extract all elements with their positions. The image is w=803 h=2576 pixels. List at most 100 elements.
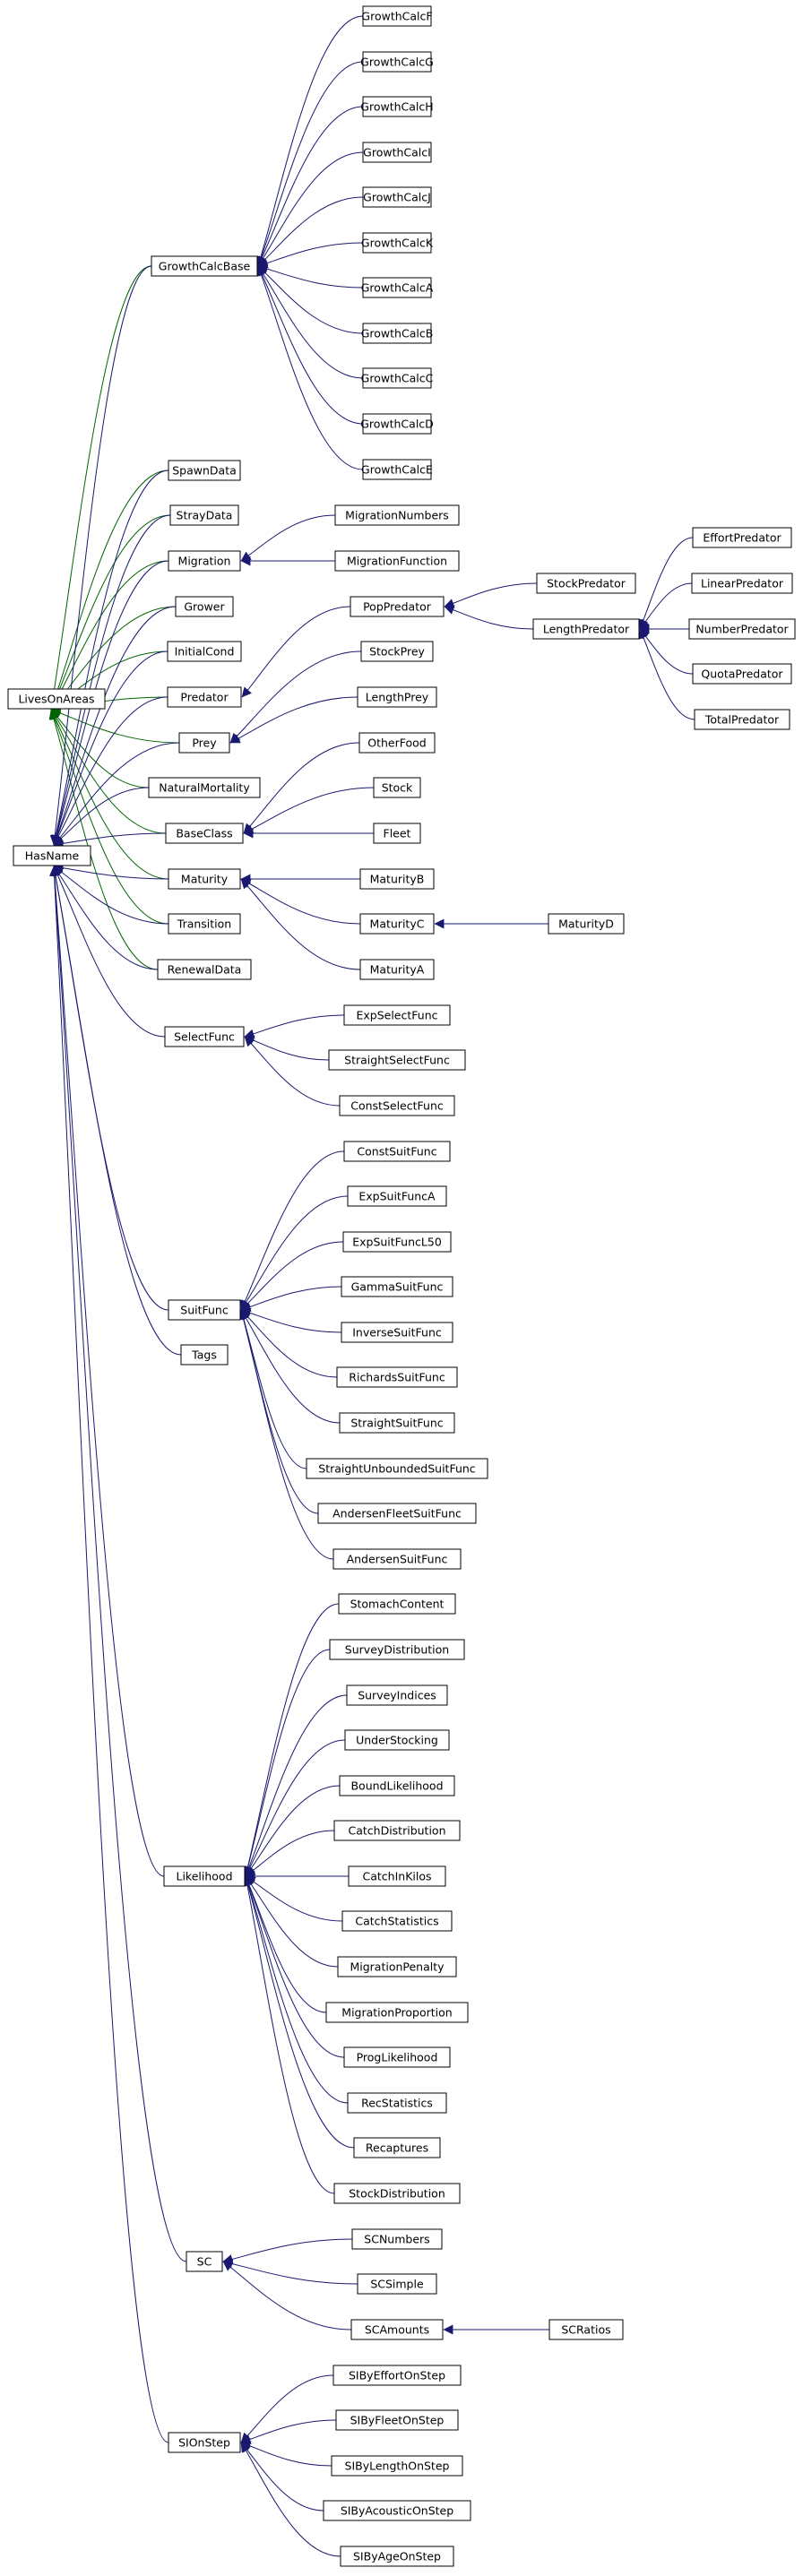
class-node-box bbox=[343, 1004, 451, 1026]
class-node-growth-calc-e[interactable]: GrowthCalcE bbox=[361, 459, 433, 480]
class-node-growth-calc-f[interactable]: GrowthCalcF bbox=[361, 5, 433, 27]
class-node-migration-numbers[interactable]: MigrationNumbers bbox=[334, 504, 460, 526]
class-node-growth-calc-a[interactable]: GrowthCalcA bbox=[361, 277, 434, 298]
edge-spawn-data-to-has-name bbox=[50, 470, 169, 846]
class-node-growth-calc-i[interactable]: GrowthCalcI bbox=[362, 142, 432, 163]
class-node-prey[interactable]: Prey bbox=[178, 732, 230, 754]
class-node-si-by-age-on-step[interactable]: SIByAgeOnStep bbox=[340, 2546, 454, 2567]
class-node-si-by-fleet-on-step[interactable]: SIByFleetOnStep bbox=[335, 2409, 459, 2431]
class-node-growth-calc-d[interactable]: GrowthCalcD bbox=[360, 413, 434, 435]
class-node-number-predator[interactable]: NumberPredator bbox=[688, 618, 796, 640]
class-node-pop-predator[interactable]: PopPredator bbox=[350, 596, 445, 617]
class-node-length-predator[interactable]: LengthPredator bbox=[532, 618, 640, 640]
class-node-migration-penalty[interactable]: MigrationPenalty bbox=[337, 1956, 457, 1977]
class-node-natural-mortality[interactable]: NaturalMortality bbox=[148, 777, 261, 798]
class-node-si-on-step[interactable]: SIOnStep bbox=[168, 2432, 241, 2453]
class-node-recaptures[interactable]: Recaptures bbox=[353, 2137, 441, 2158]
class-node-const-select-func[interactable]: ConstSelectFunc bbox=[339, 1095, 455, 1116]
class-node-base-class[interactable]: BaseClass bbox=[165, 823, 244, 844]
class-node-sc-ratios[interactable]: SCRatios bbox=[548, 2319, 624, 2340]
class-node-sc-numbers[interactable]: SCNumbers bbox=[351, 2228, 443, 2250]
class-node-straight-select-func[interactable]: StraightSelectFunc bbox=[328, 1049, 466, 1071]
class-node-likelihood[interactable]: Likelihood bbox=[163, 1865, 246, 1887]
class-node-growth-calc-g[interactable]: GrowthCalcG bbox=[360, 51, 434, 73]
class-node-stock-distribution[interactable]: StockDistribution bbox=[333, 2183, 461, 2204]
edge-growth-calc-d-to-growth-calc-base bbox=[257, 265, 364, 425]
class-node-label: ProgLikelihood bbox=[357, 2051, 438, 2064]
class-node-transition[interactable]: Transition bbox=[168, 913, 241, 935]
class-node-box bbox=[341, 1276, 453, 1297]
class-node-total-predator[interactable]: TotalPredator bbox=[694, 709, 790, 730]
edge-growth-calc-e-to-growth-calc-base bbox=[256, 265, 364, 470]
class-node-straight-suit-func[interactable]: StraightSuitFunc bbox=[339, 1412, 455, 1434]
class-node-sc[interactable]: SC bbox=[186, 2251, 223, 2272]
class-node-maturity-a[interactable]: MaturityA bbox=[359, 959, 435, 980]
class-node-bound-likelihood[interactable]: BoundLikelihood bbox=[339, 1775, 455, 1796]
class-node-stock-prey[interactable]: StockPrey bbox=[360, 641, 434, 662]
class-node-box bbox=[359, 959, 435, 980]
class-node-select-func[interactable]: SelectFunc bbox=[164, 1026, 245, 1047]
class-node-stock-predator[interactable]: StockPredator bbox=[536, 573, 636, 594]
class-node-exp-suit-func-a[interactable]: ExpSuitFuncA bbox=[347, 1185, 447, 1207]
edge-transition-to-lives-on-areas bbox=[49, 709, 169, 925]
class-node-suit-func[interactable]: SuitFunc bbox=[168, 1299, 241, 1321]
class-node-migration-function[interactable]: MigrationFunction bbox=[334, 550, 460, 572]
class-node-catch-statistics[interactable]: CatchStatistics bbox=[341, 1910, 453, 1932]
class-node-growth-calc-k[interactable]: GrowthCalcK bbox=[361, 232, 434, 254]
class-node-maturity-b[interactable]: MaturityB bbox=[359, 868, 435, 890]
class-node-const-suit-func[interactable]: ConstSuitFunc bbox=[343, 1141, 451, 1162]
class-node-si-by-acoustic-on-step[interactable]: SIByAcousticOnStep bbox=[323, 2500, 471, 2521]
class-node-growth-calc-b[interactable]: GrowthCalcB bbox=[361, 323, 434, 344]
class-node-growth-calc-h[interactable]: GrowthCalcH bbox=[360, 96, 434, 117]
class-node-straight-unbounded-suit-func[interactable]: StraightUnboundedSuitFunc bbox=[306, 1458, 488, 1479]
class-node-andersen-suit-func[interactable]: AndersenSuitFunc bbox=[332, 1548, 462, 1570]
class-node-rec-statistics[interactable]: RecStatistics bbox=[347, 2092, 447, 2114]
class-node-stomach-content[interactable]: StomachContent bbox=[338, 1593, 456, 1615]
class-node-linear-predator[interactable]: LinearPredator bbox=[691, 573, 793, 594]
class-node-length-prey[interactable]: LengthPrey bbox=[357, 686, 437, 708]
class-node-sc-simple[interactable]: SCSimple bbox=[357, 2273, 437, 2295]
class-node-si-by-effort-on-step[interactable]: SIByEffortOnStep bbox=[332, 2365, 462, 2386]
class-node-maturity[interactable]: Maturity bbox=[168, 868, 241, 890]
class-node-growth-calc-c[interactable]: GrowthCalcC bbox=[361, 367, 434, 389]
class-node-grower[interactable]: Grower bbox=[175, 596, 234, 617]
class-node-prog-likelihood[interactable]: ProgLikelihood bbox=[343, 2046, 451, 2068]
class-node-andersen-fleet-suit-func[interactable]: AndersenFleetSuitFunc bbox=[317, 1503, 477, 1524]
class-node-other-food[interactable]: OtherFood bbox=[358, 732, 436, 754]
class-node-survey-indices[interactable]: SurveyIndices bbox=[346, 1684, 448, 1706]
class-node-exp-suit-func-l50[interactable]: ExpSuitFuncL50 bbox=[342, 1231, 452, 1253]
class-node-fleet[interactable]: Fleet bbox=[373, 823, 421, 844]
class-node-tags[interactable]: Tags bbox=[180, 1344, 229, 1366]
class-node-maturity-c[interactable]: MaturityC bbox=[359, 913, 435, 935]
class-node-lives-on-areas[interactable]: LivesOnAreas bbox=[7, 688, 106, 710]
class-node-renewal-data[interactable]: RenewalData bbox=[157, 959, 252, 980]
class-node-gamma-suit-func[interactable]: GammaSuitFunc bbox=[341, 1276, 453, 1297]
class-node-catch-distribution[interactable]: CatchDistribution bbox=[333, 1820, 461, 1841]
class-node-under-stocking[interactable]: UnderStocking bbox=[344, 1729, 450, 1751]
class-node-inverse-suit-func[interactable]: InverseSuitFunc bbox=[341, 1322, 453, 1343]
class-node-box bbox=[362, 323, 432, 344]
class-node-migration-proportion[interactable]: MigrationProportion bbox=[325, 2002, 469, 2023]
class-node-maturity-d[interactable]: MaturityD bbox=[548, 913, 625, 935]
class-node-sc-amounts[interactable]: SCAmounts bbox=[350, 2319, 444, 2340]
class-node-richards-suit-func[interactable]: RichardsSuitFunc bbox=[336, 1366, 458, 1388]
class-node-effort-predator[interactable]: EffortPredator bbox=[692, 527, 792, 548]
class-node-stray-data[interactable]: StrayData bbox=[169, 504, 239, 526]
class-node-growth-calc-j[interactable]: GrowthCalcJ bbox=[362, 186, 432, 208]
class-node-label: SIByAcousticOnStep bbox=[341, 2504, 453, 2518]
class-node-catch-in-kilos[interactable]: CatchInKilos bbox=[348, 1865, 446, 1887]
class-node-exp-select-func[interactable]: ExpSelectFunc bbox=[343, 1004, 451, 1026]
class-node-quota-predator[interactable]: QuotaPredator bbox=[692, 663, 792, 685]
class-node-growth-calc-base[interactable]: GrowthCalcBase bbox=[151, 255, 258, 277]
class-node-box bbox=[165, 823, 244, 844]
class-node-si-by-length-on-step[interactable]: SIByLengthOnStep bbox=[331, 2455, 463, 2477]
class-node-initial-cond[interactable]: InitialCond bbox=[167, 641, 242, 662]
class-node-has-name[interactable]: HasName bbox=[13, 845, 91, 866]
class-node-predator[interactable]: Predator bbox=[167, 686, 242, 708]
class-node-survey-distribution[interactable]: SurveyDistribution bbox=[329, 1639, 465, 1660]
class-node-label: MigrationNumbers bbox=[345, 509, 449, 522]
class-node-stock[interactable]: Stock bbox=[373, 777, 421, 798]
class-node-box bbox=[536, 573, 636, 594]
class-node-spawn-data[interactable]: SpawnData bbox=[168, 460, 241, 481]
class-node-migration[interactable]: Migration bbox=[168, 550, 241, 572]
